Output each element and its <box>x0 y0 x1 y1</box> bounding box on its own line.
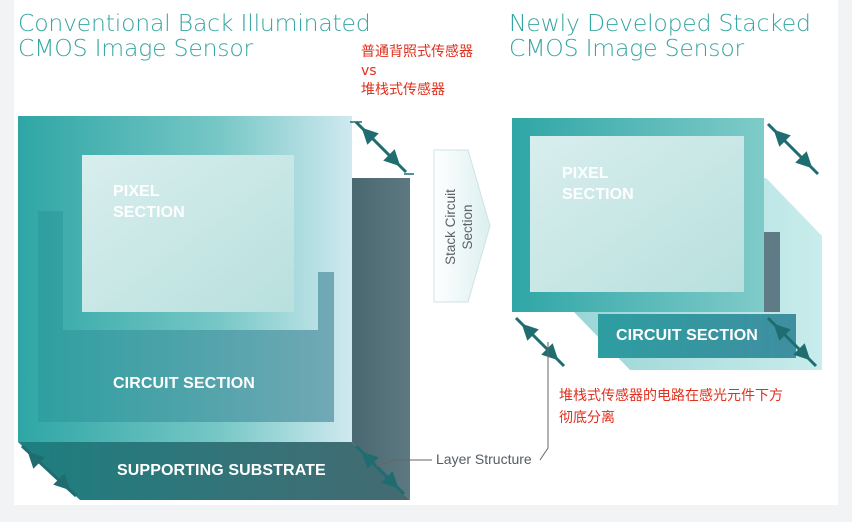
dimension-arrow-bottom-right-diagram-right <box>766 316 818 368</box>
dimension-arrow-bottom-right-diagram-left <box>514 316 566 368</box>
stacked-note-annotation: 堆栈式传感器的电路在感光元件下方 彻底分离 <box>559 385 783 429</box>
stacked-circuit-label: CIRCUIT SECTION <box>616 327 758 344</box>
conventional-title: Conventional Back Illuminated CMOS Image… <box>18 11 371 61</box>
stacked-pixel-section-layer <box>530 136 744 292</box>
dimension-arrow-bottom-left-diagram <box>20 444 78 498</box>
pixel-section-layer <box>82 155 294 312</box>
circuit-section-layer <box>38 211 334 422</box>
supporting-substrate-label: SUPPORTING SUBSTRATE <box>117 462 326 479</box>
note-line2: 彻底分离 <box>559 410 615 426</box>
comparison-line1: 普通背照式传感器 <box>361 44 473 60</box>
conventional-circuit-label: CIRCUIT SECTION <box>113 375 255 392</box>
layer-structure-leader-lines <box>375 342 549 467</box>
comparison-line3: 堆栈式传感器 <box>361 82 445 98</box>
stacked-side-strip <box>764 232 780 312</box>
stacked-sensor-diagram <box>512 118 822 370</box>
stacked-title-line2: CMOS Image Sensor <box>509 34 744 62</box>
comparison-line2: vs <box>361 63 377 79</box>
dimension-arrow-top-left-diagram <box>350 120 414 175</box>
dimension-arrow-top-right-diagram <box>766 122 820 176</box>
conventional-title-line1: Conventional Back Illuminated <box>18 9 371 37</box>
stacked-pixel-label: PIXEL SECTION <box>562 165 634 203</box>
conventional-sensor-diagram <box>18 116 414 500</box>
conventional-pixel-label: PIXEL SECTION <box>113 183 185 221</box>
stack-process-label: Stack Circuit Section <box>443 189 475 265</box>
dimension-arrow-right-bottom-left-diagram <box>354 444 406 496</box>
stack-process-arrow <box>433 149 491 303</box>
comparison-annotation: 普通背照式传感器 vs 堆栈式传感器 <box>361 43 473 100</box>
stacked-title-line1: Newly Developed Stacked <box>509 9 811 37</box>
note-line1: 堆栈式传感器的电路在感光元件下方 <box>559 388 783 404</box>
stacked-title: Newly Developed Stacked CMOS Image Senso… <box>509 11 811 61</box>
right-side-face <box>352 178 410 500</box>
stacked-circuit-section-layer <box>598 314 796 358</box>
layer-structure-label: Layer Structure <box>436 451 532 467</box>
conventional-title-line2: CMOS Image Sensor <box>18 34 253 62</box>
supporting-substrate-layer <box>18 442 410 500</box>
